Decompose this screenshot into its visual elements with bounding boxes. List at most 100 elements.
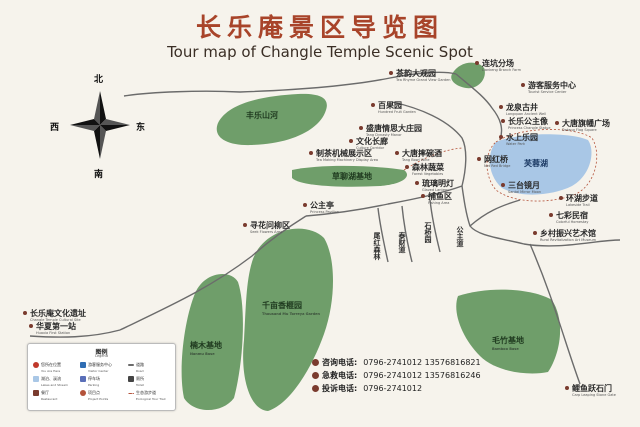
zone-qianmu-cn: 千亩香榧园 bbox=[262, 301, 302, 310]
poi-name-en: Fishing Area bbox=[428, 201, 450, 205]
poi-name: 华夏第一站 bbox=[36, 322, 76, 331]
poi-name-en: Hundred Fruit Garden bbox=[378, 110, 416, 114]
legend-label-en: Project Points bbox=[88, 397, 109, 401]
legend-label: 餐厅 bbox=[41, 390, 49, 395]
legend-label-en: Restaurant bbox=[41, 397, 58, 401]
poi-name-en: Tourist Service Center bbox=[528, 90, 567, 94]
poi-name-en: Culture Corridor bbox=[356, 146, 385, 150]
legend-label-en: Toilet bbox=[136, 383, 144, 387]
poi-name: 水上乐园 bbox=[506, 133, 538, 142]
road-label-weihong: 尾红森林 bbox=[373, 232, 381, 260]
zone-label-furong: 芙蓉湖 bbox=[524, 158, 548, 169]
poi-name: 寻花问柳区 bbox=[250, 221, 290, 230]
poi-marker-icon bbox=[565, 386, 569, 390]
poi-name-en: Tang Bowl Wine bbox=[402, 158, 430, 162]
poi-name-en: Princess Pavilion bbox=[310, 210, 339, 214]
road-icon bbox=[128, 364, 134, 366]
legend-title: 图例 bbox=[95, 349, 108, 356]
poi-name: 森林蔬菜 bbox=[412, 163, 444, 172]
poi-name-en: Tea Rhyme Grand View Garden bbox=[396, 78, 451, 82]
poi-marker-icon bbox=[549, 213, 553, 217]
zone-furong-cn: 芙蓉湖 bbox=[524, 159, 548, 168]
poi-name-en: Longquan Ancient Well bbox=[506, 112, 547, 116]
poi-marker-icon bbox=[405, 165, 409, 169]
poi-marker-icon bbox=[389, 71, 393, 75]
poi-marker-icon bbox=[477, 157, 481, 161]
legend-label-en: Ecological Tour Trail bbox=[136, 397, 166, 401]
visitor-center-icon bbox=[80, 362, 86, 368]
location-icon bbox=[33, 362, 39, 368]
poi-name-en: Datang Flag Square bbox=[562, 128, 597, 132]
phone-icon bbox=[312, 359, 319, 366]
poi-name-en: Rural Revitalization Art Museum bbox=[540, 238, 597, 242]
poi-name-en: Princess Changle Statue bbox=[508, 126, 551, 130]
legend-label-en: Lakes and Stream bbox=[41, 383, 68, 387]
poi-name: 制茶机械展示区 bbox=[316, 149, 372, 158]
legend-label: 项目点 bbox=[88, 390, 100, 395]
zone-nanmu-en: Nanmu Base bbox=[190, 352, 215, 356]
poi-name-en: Carp Leaping Stone Gate bbox=[572, 393, 616, 397]
zone-chayu-cn: 草聊湖基地 bbox=[332, 172, 372, 181]
legend-label-en: You Are Here bbox=[41, 369, 61, 373]
poi-marker-icon bbox=[309, 151, 313, 155]
map-title-en: Tour map of Changle Temple Scenic Spot bbox=[167, 43, 473, 61]
poi-name: 琉璃明灯 bbox=[422, 179, 454, 188]
poi-marker-icon bbox=[415, 181, 419, 185]
contact-panel: 咨询电话:0796-2741012 13576816821 急救电话:0796-… bbox=[312, 356, 482, 395]
poi-name: 盛唐情思大庄园 bbox=[366, 124, 422, 133]
poi-name: 网红桥 bbox=[484, 155, 508, 164]
compass-north: 北 bbox=[94, 75, 104, 85]
zone-liankeng bbox=[451, 62, 485, 89]
compass-rose-icon bbox=[70, 91, 130, 159]
poi-name-en: Huaxia First Station bbox=[36, 331, 71, 335]
parking-icon bbox=[80, 376, 86, 382]
legend-label-en: Visitor Center bbox=[88, 369, 109, 373]
legend-label: 道路 bbox=[136, 362, 144, 367]
contact-label: 咨询电话: bbox=[322, 358, 358, 367]
compass-east: 东 bbox=[136, 123, 146, 133]
legend-label-en: Road bbox=[136, 369, 144, 373]
zone-nanmu-cn: 楠木基地 bbox=[190, 341, 222, 350]
legend-item: 项目点 Project Points bbox=[80, 390, 108, 401]
roads bbox=[29, 71, 621, 385]
poi-marker-icon bbox=[359, 126, 363, 130]
poi-marker-icon bbox=[501, 183, 505, 187]
contact-row: 投诉电话:0796-2741012 bbox=[312, 382, 482, 395]
poi-name: 七彩民宿 bbox=[556, 211, 588, 220]
phone-icon bbox=[312, 385, 319, 392]
poi-name: 三台镜月 bbox=[508, 181, 540, 190]
zone-fengle-cn: 丰乐山河 bbox=[246, 111, 278, 120]
zone-fengle bbox=[216, 93, 327, 146]
poi-name: 长乐庵文化遗址 bbox=[30, 309, 86, 318]
poi-name-en: Tea Making Machinery Display Area bbox=[316, 158, 379, 162]
lake-furong bbox=[489, 134, 592, 195]
poi-name-en: Forest Vegetables bbox=[412, 172, 444, 176]
contact-phone: 0796-2741012 13576816246 bbox=[363, 371, 481, 380]
restaurant-icon bbox=[33, 390, 39, 396]
zone-label-fengle: 丰乐山河 bbox=[246, 110, 278, 121]
poi-name: 龙泉古井 bbox=[506, 103, 538, 112]
legend-label-en: Parking bbox=[88, 383, 100, 387]
poi-name-en: Glazed Lantern bbox=[422, 188, 449, 192]
poi-marker-icon bbox=[555, 121, 559, 125]
zone-qianmu bbox=[243, 228, 333, 411]
